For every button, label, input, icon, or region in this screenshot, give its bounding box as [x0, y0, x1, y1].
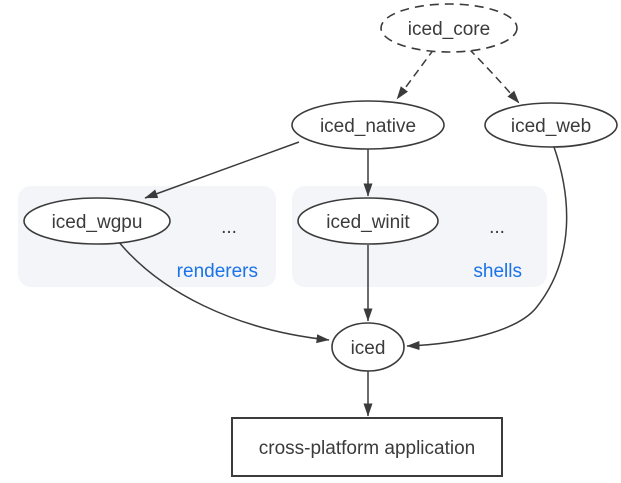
- edge-iced-core-to-iced-web: [468, 48, 520, 104]
- app-node: cross-platform application: [231, 417, 503, 477]
- iced-native-ellipse: [291, 100, 445, 150]
- iced-wgpu-node: iced_wgpu: [23, 197, 171, 245]
- edge-iced-native-to-iced-wgpu: [144, 141, 300, 199]
- shells-cluster-label: shells: [473, 261, 522, 282]
- iced-ellipse: [331, 322, 405, 372]
- iced-node: iced: [331, 322, 405, 372]
- shells-ellipsis: ...: [489, 217, 505, 238]
- iced-core-ellipse: [380, 3, 518, 53]
- iced-wgpu-label: iced_wgpu: [52, 212, 143, 233]
- iced-core-node: iced_core: [380, 3, 518, 53]
- iced-label: iced: [351, 338, 386, 359]
- iced-winit-ellipse: [297, 197, 439, 245]
- iced-core-label: iced_core: [408, 19, 490, 40]
- app-label: cross-platform application: [259, 438, 475, 459]
- iced-wgpu-ellipse: [23, 197, 171, 245]
- iced-winit-node: iced_winit: [297, 197, 439, 245]
- iced-web-ellipse: [484, 102, 618, 148]
- edge-iced-core-to-iced-native: [396, 48, 435, 100]
- renderers-ellipsis: ...: [221, 217, 237, 238]
- app-rect: [231, 417, 503, 477]
- iced-native-label: iced_native: [320, 116, 416, 137]
- iced-native-node: iced_native: [291, 100, 445, 150]
- iced-web-node: iced_web: [484, 102, 618, 148]
- edge-iced-wgpu-to-iced: [117, 240, 330, 344]
- iced-winit-label: iced_winit: [326, 212, 410, 233]
- renderers-cluster-label: renderers: [177, 261, 258, 282]
- iced-web-label: iced_web: [511, 116, 591, 137]
- edge-iced-web-to-iced: [406, 146, 568, 351]
